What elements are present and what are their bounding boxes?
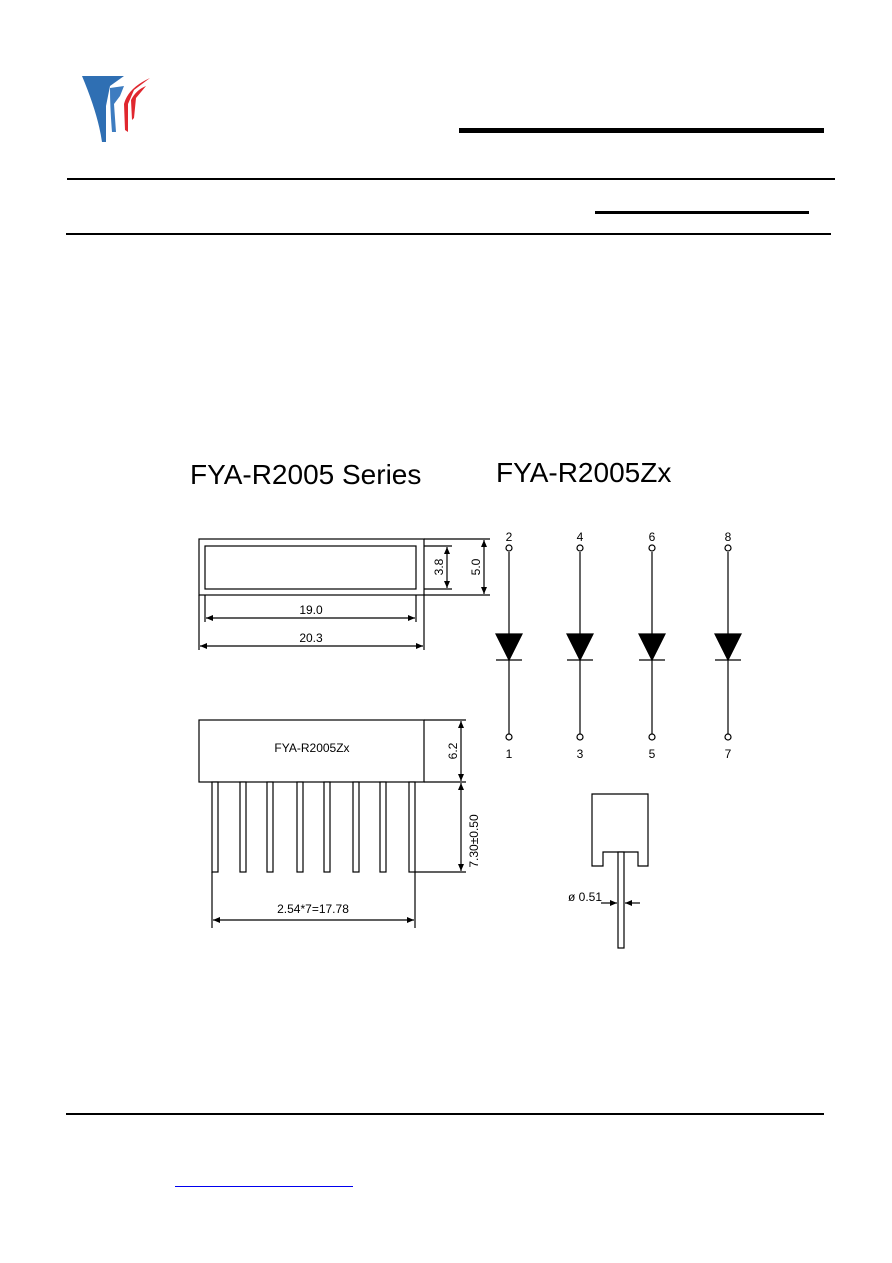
dim-body-height: 6.2 — [446, 742, 460, 759]
diode-symbol — [638, 633, 666, 662]
top-view — [198, 538, 490, 650]
lead — [239, 781, 247, 873]
lead — [211, 781, 219, 873]
top-view-outer-body — [198, 538, 425, 596]
footer-rule — [66, 1113, 824, 1115]
dim-pitch: 2.54*7=17.78 — [277, 902, 349, 916]
pin-label-top: 2 — [506, 530, 513, 544]
pin-label-top: 8 — [725, 530, 732, 544]
diode-4 — [714, 544, 742, 741]
dim-outer-height: 5.0 — [469, 558, 483, 575]
diode-symbol — [495, 633, 523, 662]
pin-label-bottom: 7 — [725, 747, 732, 761]
dim-inner-length: 19.0 — [299, 603, 323, 617]
pin-label-bottom: 5 — [649, 747, 656, 761]
leads — [211, 781, 416, 873]
header-thick-rule — [459, 128, 824, 133]
lead — [379, 781, 387, 873]
side-view-lead — [617, 851, 625, 949]
header-rule-bottom — [66, 233, 831, 235]
logo-red-mark — [124, 78, 150, 132]
top-view-inner-body — [204, 545, 417, 590]
diode-3 — [638, 544, 666, 741]
footer-link[interactable] — [175, 1170, 353, 1187]
lead — [352, 781, 360, 873]
pin-label-top: 4 — [577, 530, 584, 544]
package-marking: FYA-R2005Zx — [274, 741, 349, 755]
front-view — [198, 719, 466, 928]
lead — [323, 781, 331, 873]
pin-label-bottom: 1 — [506, 747, 513, 761]
dim-outer-length: 20.3 — [299, 631, 323, 645]
schematic-title: FYA-R2005Zx — [496, 457, 672, 488]
side-view-body — [591, 793, 649, 867]
lead — [408, 781, 416, 873]
front-view-body — [198, 719, 425, 783]
schematic — [495, 544, 742, 741]
diode-1 — [495, 544, 523, 741]
pin-label-top: 6 — [649, 530, 656, 544]
lead — [296, 781, 304, 873]
lead — [266, 781, 274, 873]
side-view — [591, 793, 649, 949]
header-rule-top — [67, 178, 835, 180]
dim-inner-height: 3.8 — [432, 558, 446, 575]
series-title: FYA-R2005 Series — [190, 459, 422, 490]
header-subrule — [595, 211, 809, 214]
diode-2 — [566, 544, 594, 741]
dim-lead-length: 7.30±0.50 — [467, 814, 481, 868]
diode-symbol — [714, 633, 742, 662]
logo-blue-stripe — [110, 86, 124, 132]
diode-symbol — [566, 633, 594, 662]
company-logo — [80, 74, 154, 146]
pin-label-bottom: 3 — [577, 747, 584, 761]
logo-blue-mark — [82, 76, 124, 142]
logo-red-stripe — [131, 86, 146, 120]
dim-lead-diameter: ø 0.51 — [568, 890, 602, 904]
